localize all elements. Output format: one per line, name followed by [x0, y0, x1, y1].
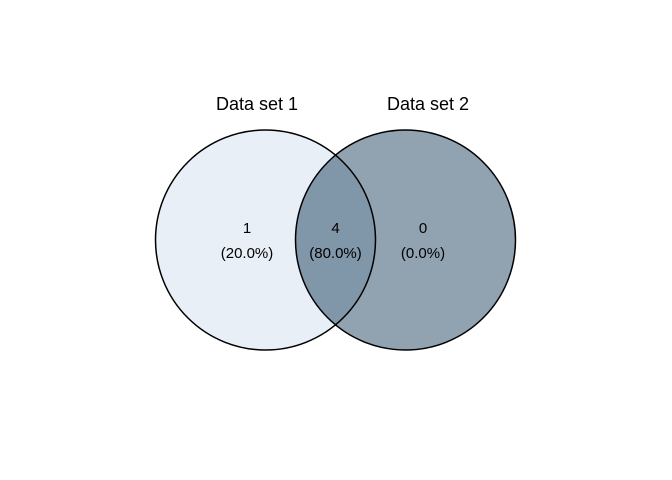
set1-only-count: 1 — [243, 220, 251, 237]
set2-circle-outline — [294, 129, 517, 351]
set2-only-percent: (0.0%) — [401, 245, 445, 262]
set1-only-percent: (20.0%) — [221, 245, 274, 262]
set1-title: Data set 1 — [216, 94, 298, 114]
intersection-region — [295, 155, 376, 325]
set2-only-count: 0 — [419, 220, 427, 237]
intersection-count: 4 — [331, 220, 339, 237]
set2-title: Data set 2 — [387, 94, 469, 114]
set1-circle-outline — [154, 129, 377, 351]
intersection-percent: (80.0%) — [309, 245, 362, 262]
